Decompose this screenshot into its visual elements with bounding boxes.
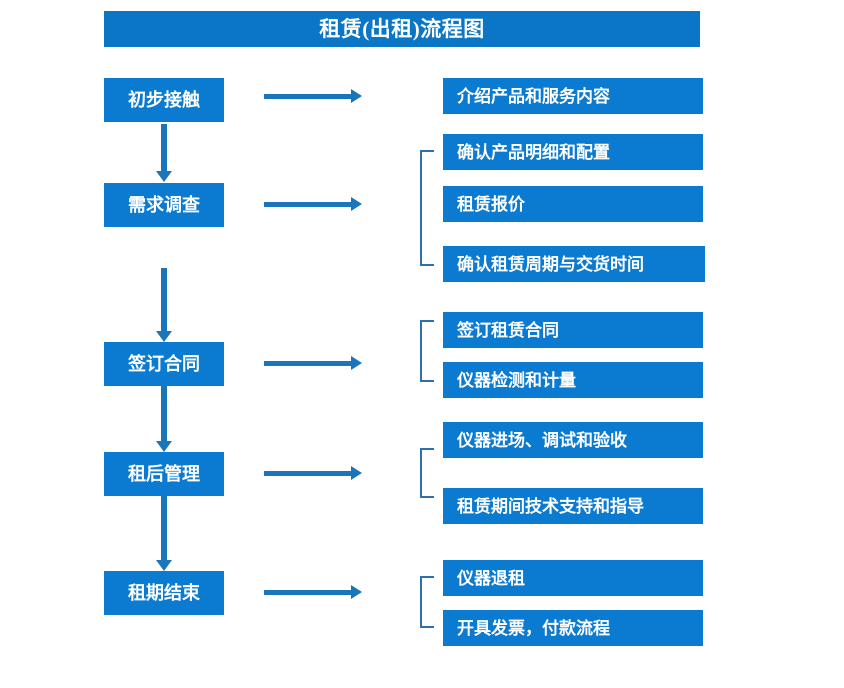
detail-box-sign-lease-contract[interactable]: 签订租赁合同 — [443, 312, 703, 348]
detail-label: 签订租赁合同 — [457, 320, 559, 340]
stage-box-post-rental-management[interactable]: 租后管理 — [104, 452, 224, 496]
stage-label: 租后管理 — [128, 464, 200, 484]
vertical-arrow-4 — [155, 496, 173, 571]
detail-box-instrument-return[interactable]: 仪器退租 — [443, 560, 703, 596]
stage-label: 租期结束 — [128, 583, 200, 603]
detail-label: 仪器退租 — [457, 568, 525, 588]
detail-label: 开具发票，付款流程 — [457, 618, 610, 638]
stage-box-initial-contact[interactable]: 初步接触 — [104, 78, 224, 122]
vertical-arrow-3 — [155, 386, 173, 452]
horizontal-arrow-3 — [264, 355, 362, 371]
detail-label: 租赁报价 — [457, 194, 525, 214]
detail-label: 确认产品明细和配置 — [457, 142, 610, 162]
horizontal-arrow-4 — [264, 465, 362, 481]
detail-box-introduce-products[interactable]: 介绍产品和服务内容 — [443, 78, 703, 114]
detail-box-instrument-entry-commissioning[interactable]: 仪器进场、调试和验收 — [443, 422, 703, 458]
group-bracket-3 — [420, 320, 434, 382]
vertical-arrow-1 — [155, 124, 173, 182]
group-bracket-4 — [420, 448, 434, 498]
horizontal-arrow-5 — [264, 584, 362, 600]
group-bracket-5 — [420, 576, 434, 628]
stage-box-lease-end[interactable]: 租期结束 — [104, 571, 224, 615]
stage-label: 签订合同 — [128, 354, 200, 374]
horizontal-arrow-2 — [264, 196, 362, 212]
horizontal-arrow-1 — [264, 88, 362, 104]
detail-box-technical-support[interactable]: 租赁期间技术支持和指导 — [443, 488, 703, 524]
detail-box-instrument-inspection[interactable]: 仪器检测和计量 — [443, 362, 703, 398]
vertical-arrow-2 — [155, 268, 173, 342]
detail-label: 仪器检测和计量 — [457, 370, 576, 390]
detail-box-confirm-lease-period[interactable]: 确认租赁周期与交货时间 — [443, 246, 705, 282]
stage-label: 初步接触 — [128, 90, 200, 110]
detail-box-invoice-payment[interactable]: 开具发票，付款流程 — [443, 610, 703, 646]
stage-label: 需求调查 — [128, 195, 200, 215]
detail-label: 仪器进场、调试和验收 — [457, 430, 627, 450]
detail-label: 介绍产品和服务内容 — [457, 86, 610, 106]
stage-box-sign-contract[interactable]: 签订合同 — [104, 342, 224, 386]
detail-label: 租赁期间技术支持和指导 — [457, 496, 644, 516]
detail-box-confirm-product-details[interactable]: 确认产品明细和配置 — [443, 134, 703, 170]
detail-box-rental-quotation[interactable]: 租赁报价 — [443, 186, 703, 222]
group-bracket-2 — [420, 150, 434, 266]
chart-title: 租赁(出租)流程图 — [319, 16, 485, 41]
chart-title-bar: 租赁(出租)流程图 — [104, 11, 700, 47]
stage-box-requirement-survey[interactable]: 需求调查 — [104, 183, 224, 227]
detail-label: 确认租赁周期与交货时间 — [457, 254, 644, 274]
